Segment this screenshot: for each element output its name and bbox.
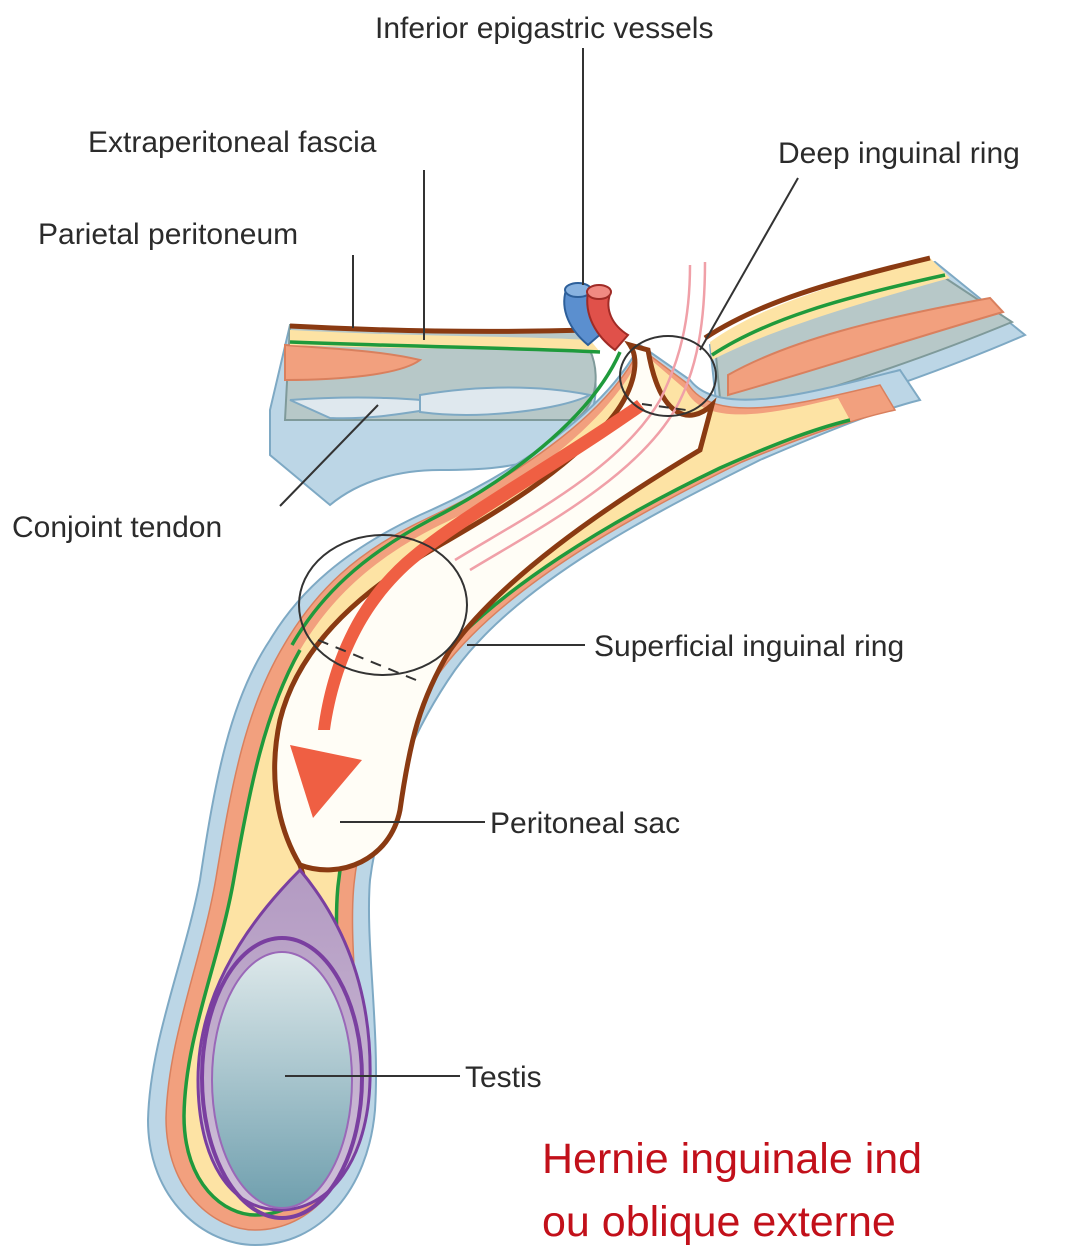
- label-peritoneal-sac: Peritoneal sac: [490, 807, 680, 840]
- label-superficial-ring: Superficial inguinal ring: [594, 630, 904, 663]
- label-parietal: Parietal peritoneum: [38, 218, 298, 251]
- caption-line-2: ou oblique externe: [542, 1198, 896, 1246]
- caption-line-1: Hernie inguinale ind: [542, 1135, 922, 1183]
- label-deep-ring: Deep inguinal ring: [778, 137, 1020, 170]
- label-inferior-epigastric: Inferior epigastric vessels: [375, 12, 713, 45]
- label-testis: Testis: [465, 1061, 542, 1094]
- label-conjoint: Conjoint tendon: [12, 511, 222, 544]
- label-extraperitoneal: Extraperitoneal fascia: [88, 126, 377, 159]
